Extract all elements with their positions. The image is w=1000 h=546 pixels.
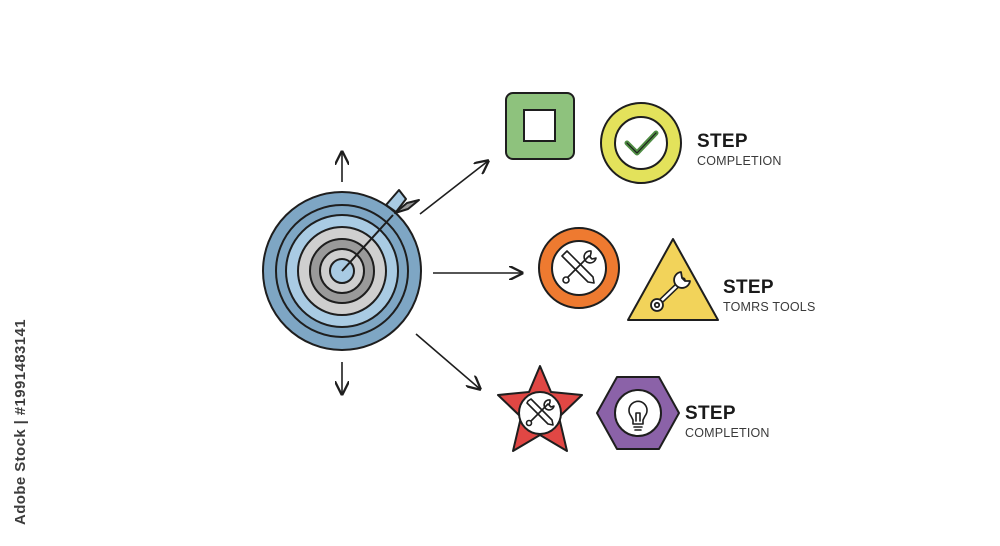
step-subtitle: COMPLETION	[685, 426, 770, 440]
step-label-2: STEP TOMRS TOOLS	[723, 277, 816, 315]
connector-arrow-1	[419, 161, 488, 215]
step-label-3: STEP COMPLETION	[685, 403, 770, 441]
step-title: STEP	[723, 277, 774, 298]
wrench-triangle-icon	[627, 238, 719, 321]
connector-arrow-3	[415, 333, 480, 389]
step-title: STEP	[697, 131, 748, 152]
stock-watermark-text: Adobe Stock | #1991483141	[12, 319, 29, 525]
step-label-1: STEP COMPLETION	[697, 131, 782, 169]
square-tile-icon	[505, 92, 575, 160]
step-subtitle: TOMRS TOOLS	[723, 300, 816, 314]
lightbulb-hexagon-icon	[596, 376, 680, 450]
dart-arrow-icon	[341, 189, 420, 272]
checkmark-circle-icon	[600, 102, 682, 184]
tools-star-icon	[497, 365, 583, 452]
step-subtitle: COMPLETION	[697, 154, 782, 168]
tools-circle-icon	[538, 227, 620, 309]
step-title: STEP	[685, 403, 736, 424]
